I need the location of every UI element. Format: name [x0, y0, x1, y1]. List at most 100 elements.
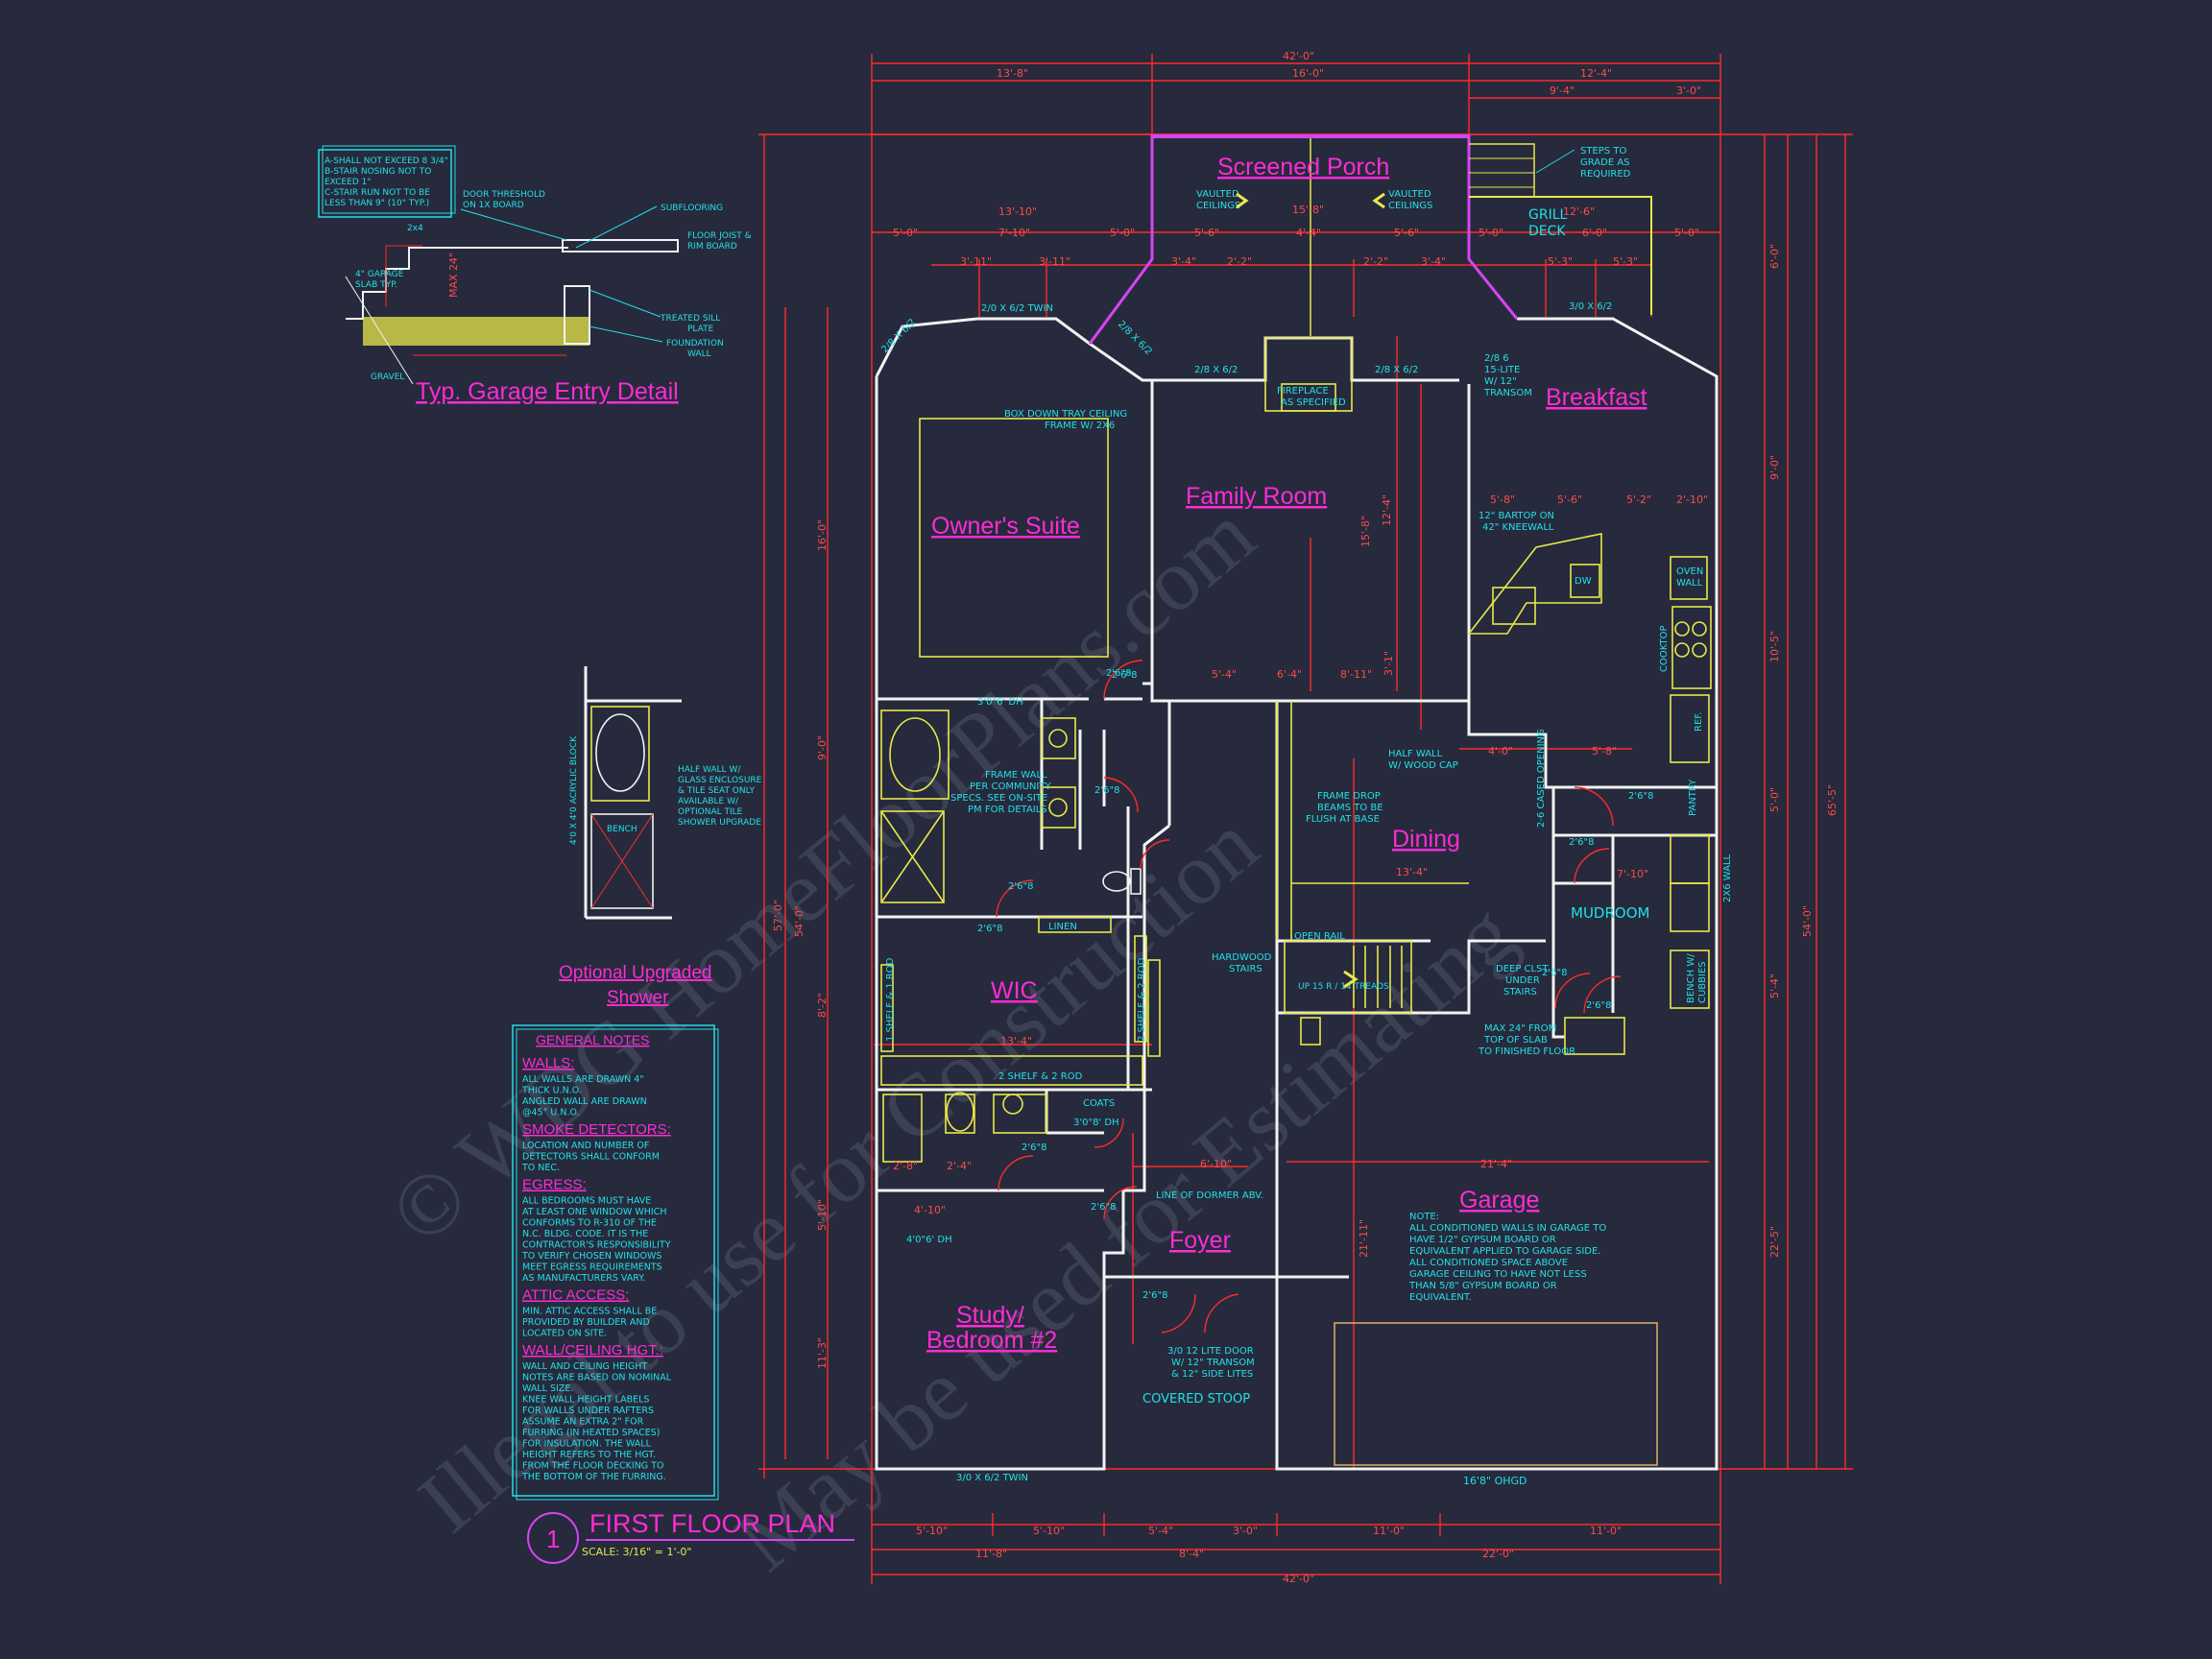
general-note-line-3-2: LOCATED ON SITE.	[522, 1329, 607, 1339]
dh-owner: 3'0"6' DH	[977, 697, 1023, 708]
vaulted-left-1: VAULTED	[1196, 189, 1239, 200]
dim-r5-3: 2'-2"	[1227, 255, 1252, 268]
dim-int-14: 21'-11"	[1358, 1219, 1370, 1258]
win-28-c: 2/8 X 6/2	[1194, 365, 1238, 375]
general-note-heading-2: EGRESS:	[522, 1177, 587, 1193]
dim-top-overall: 42'-0"	[1283, 50, 1314, 62]
dim-left-1: 9'-0"	[816, 735, 829, 760]
door-note-2: W/ 12" TRANSOM	[1171, 1358, 1255, 1368]
dim-left-2: 8'-2"	[816, 993, 829, 1018]
ged-threshold-1: DOOR THRESHOLD	[463, 190, 545, 200]
dim-int-9: 4'-0"	[1488, 745, 1513, 757]
garage-note-3: EQUIVALENT APPLIED TO GARAGE SIDE.	[1409, 1246, 1600, 1257]
general-note-line-1-1: DETECTORS SHALL CONFORM	[522, 1152, 660, 1163]
frame-wall-3: SPECS. SEE ON-SITE	[950, 793, 1047, 804]
max24-1: MAX 24" FROM	[1484, 1023, 1556, 1034]
room-screened-porch: Screened Porch	[1217, 154, 1389, 180]
garage-note-6: THAN 5/8" GYPSUM BOARD OR	[1408, 1281, 1557, 1291]
room-dining: Dining	[1392, 826, 1460, 853]
dim-right-2: 10'-5"	[1768, 631, 1781, 662]
dim-r4-0: 5'-0"	[893, 227, 918, 239]
shower-note-4: OPTIONAL TILE	[678, 807, 743, 817]
dim-int-7: 2'-10"	[1676, 493, 1708, 506]
dim-r4-3: 5'-6"	[1194, 227, 1219, 239]
room-family: Family Room	[1186, 483, 1327, 510]
kitchen-island	[1467, 533, 1602, 635]
dim-right-5: 22'-5"	[1768, 1226, 1781, 1258]
dim-int-6: 5'-2"	[1626, 493, 1651, 506]
dim-r4-7: 6'-0"	[1582, 227, 1607, 239]
plan-title: FIRST FLOOR PLAN	[589, 1509, 835, 1538]
ged-sill-1: TREATED SILL	[660, 314, 720, 324]
vaulted-left-2: CEILINGS	[1196, 201, 1240, 211]
dim-int-10: 7'-10"	[1617, 868, 1648, 880]
ref-label: REF.	[1694, 711, 1704, 732]
shower-title-1: Optional Upgraded	[559, 963, 712, 983]
dim-porch-inner-0: 13'-10"	[998, 205, 1037, 218]
dim-r4-6: 5'-0"	[1479, 227, 1503, 239]
shower-block-label: 4'0 X 4'0 ACRYLIC BLOCK	[569, 735, 579, 845]
ged-box-1: B-STAIR NOSING NOT TO	[325, 167, 431, 177]
dim-int-18: 4'-10"	[914, 1204, 946, 1216]
room-study-line2: Bedroom #2	[926, 1327, 1057, 1354]
general-note-line-4-5: ASSUME AN EXTRA 2" FOR	[522, 1417, 644, 1428]
dim-b1-1: 5'-10"	[1033, 1525, 1065, 1537]
dim-int-15: 21'-4"	[1480, 1158, 1512, 1170]
room-labels: Screened Porch Owner's Suite Family Room…	[926, 154, 1649, 1354]
tray-ceiling-outline	[919, 418, 1109, 658]
general-note-line-4-1: NOTES ARE BASED ON NOMINAL	[522, 1373, 672, 1383]
room-mudroom: MUDROOM	[1571, 904, 1649, 922]
dim-r4-4: 4'-4"	[1296, 227, 1321, 239]
general-note-line-2-7: AS MANUFACTURERS VARY.	[522, 1273, 645, 1284]
frame-drop-2: BEAMS TO BE	[1317, 803, 1383, 813]
shower-title-2: Shower	[607, 988, 669, 1008]
general-note-heading-1: SMOKE DETECTORS:	[522, 1121, 671, 1138]
tray-2: FRAME W/ 2X6	[1045, 421, 1115, 431]
dim-r5-7: 5'-3"	[1613, 255, 1638, 268]
max24-3: TO FINISHED FLOOR	[1478, 1046, 1575, 1057]
dim-r5-4: 2'-2"	[1363, 255, 1388, 268]
frame-wall-1: FRAME WALL	[985, 770, 1047, 781]
room-wic: WIC	[991, 977, 1038, 1004]
deep-closet-1: DEEP CLST.	[1496, 964, 1551, 974]
ged-foundation-2: WALL	[687, 349, 711, 359]
dim-int-12: 15'-8"	[1359, 516, 1372, 547]
shower-note-2: & TILE SEAT ONLY	[678, 786, 755, 796]
dim-r4-5: 5'-6"	[1394, 227, 1419, 239]
general-note-line-2-3: N.C. BLDG. CODE. IT IS THE	[522, 1229, 648, 1239]
plan-number: 1	[546, 1525, 560, 1553]
transom-4: TRANSOM	[1483, 388, 1532, 398]
coats-label: COATS	[1083, 1098, 1115, 1109]
general-note-line-4-2: WALL SIZE.	[522, 1383, 573, 1394]
ged-stud: 2x4	[407, 224, 423, 233]
door-26-g: 2'6"8	[1142, 1290, 1167, 1301]
door-26-h: 2'6"8	[1628, 791, 1653, 802]
dim-int-1: 6'-4"	[1277, 668, 1302, 681]
win-30-breakfast: 3/0 X 6/2	[1569, 301, 1612, 312]
steps-2: GRADE AS	[1580, 157, 1630, 168]
garage-detail-title: Typ. Garage Entry Detail	[416, 378, 679, 405]
fireplace-1: FIREPLACE	[1277, 386, 1329, 397]
bench-2: CUBBIES	[1697, 961, 1708, 1003]
general-note-line-0-2: ANGLED WALL ARE DRAWN	[522, 1096, 647, 1107]
linen-label: LINEN	[1048, 922, 1077, 932]
bartop-2: 42" KNEEWALL	[1482, 522, 1554, 533]
door-26-k: 2'6"8	[1586, 1000, 1611, 1011]
bathtub	[889, 717, 941, 792]
dim-left-5: 57'-0"	[772, 900, 784, 931]
door-note-3: & 12" SIDE LITES	[1171, 1369, 1253, 1380]
ged-slab-2: SLAB TYP.	[355, 280, 397, 290]
door-26-a: 2'6"8	[1112, 670, 1137, 681]
hardwood-1: HARDWOOD	[1212, 952, 1272, 963]
door-26-j: 2'6"8	[1542, 968, 1567, 978]
dim-r5-5: 3'-4"	[1421, 255, 1446, 268]
general-note-line-2-4: CONTRACTOR'S RESPONSIBILITY	[522, 1240, 671, 1251]
kitchen-sink	[1492, 587, 1536, 625]
door-26-l: 2'6"8	[1106, 668, 1131, 679]
hardwood-2: STAIRS	[1229, 964, 1262, 974]
dim-b2-2: 22'-0"	[1482, 1548, 1514, 1560]
general-note-line-0-3: @45° U.N.O.	[522, 1108, 580, 1118]
dim-left-4: 5'-10"	[816, 1199, 829, 1231]
shelf-rod-label: 2 SHELF & 2 ROD	[998, 1071, 1083, 1082]
dim-int-11: 13'-4"	[1396, 866, 1428, 878]
